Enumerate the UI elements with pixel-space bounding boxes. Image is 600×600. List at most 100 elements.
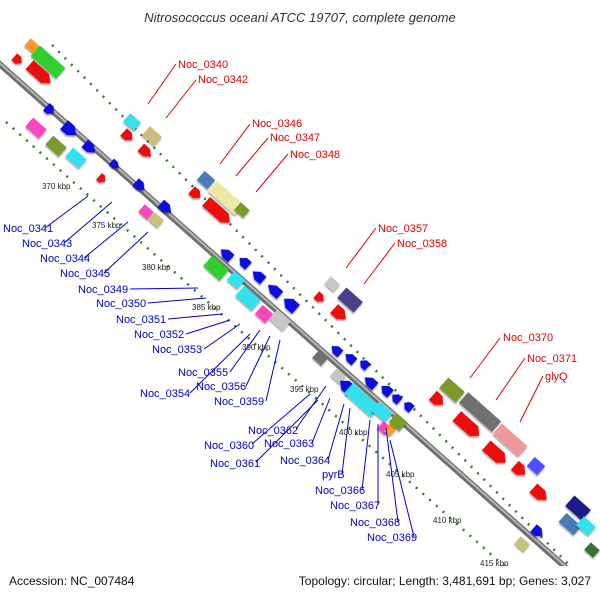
- leader-line: [495, 357, 526, 401]
- cds-grey-block: [324, 276, 340, 292]
- cds-cyan-block: [576, 516, 596, 536]
- cds-red-arrow: [96, 172, 106, 183]
- gene-label-noc-0351: Noc_0351: [116, 314, 166, 326]
- cds-blue-arrow: [268, 284, 284, 300]
- leader-line: [389, 439, 415, 538]
- leader-line: [255, 399, 319, 463]
- gene-label-noc-0369: Noc_0369: [367, 532, 417, 544]
- gene-label-noc-0348: Noc_0348: [290, 149, 340, 161]
- leader-line: [235, 137, 269, 177]
- cds-orange-block: [24, 38, 40, 54]
- cds-red-arrow: [202, 196, 230, 223]
- cds-blue-arrow: [404, 402, 415, 413]
- cds-blue-arrow: [81, 139, 96, 153]
- cds-blue-arrow: [345, 354, 358, 366]
- cds-red-arrow: [188, 186, 201, 199]
- gene-label-noc-0344: Noc_0344: [40, 253, 90, 265]
- gene-label-glyq: glyQ: [545, 371, 568, 383]
- leader-line: [229, 329, 261, 373]
- cds-cyan-block: [371, 401, 393, 423]
- kbp-label: 380 kbp: [142, 263, 171, 272]
- leader-line: [44, 195, 89, 229]
- cds-blue-arrow: [252, 271, 267, 285]
- label-leader-lines: [44, 63, 544, 538]
- gene-label-noc-0349: Noc_0349: [78, 284, 128, 296]
- gene-label-noc-0361: Noc_0361: [210, 458, 260, 470]
- cds-blue-arrow: [239, 257, 252, 270]
- cds-navy-block: [565, 495, 591, 521]
- cds-blue-arrow: [364, 377, 379, 391]
- cds-blue-arrow: [132, 178, 145, 191]
- cds-blue-arrow: [381, 385, 394, 398]
- cds-cyan-block: [65, 147, 87, 169]
- gene-label-noc-0343: Noc_0343: [22, 238, 72, 250]
- gene-label-noc-0347: Noc_0347: [270, 132, 320, 144]
- leader-line: [147, 63, 177, 105]
- gene-label-noc-0342: Noc_0342: [198, 74, 248, 86]
- cds-khaki-block: [142, 126, 162, 146]
- kbp-label: 405 kbp: [386, 470, 415, 479]
- leader-line: [327, 403, 345, 461]
- cds-red-arrow: [137, 143, 152, 157]
- gene-label-noc-0368: Noc_0368: [350, 517, 400, 529]
- kbp-label: 375 kbp: [92, 221, 121, 230]
- cds-red-arrow: [428, 390, 444, 405]
- gene-label-noc-0367: Noc_0367: [330, 500, 380, 512]
- cds-olive-block: [439, 377, 465, 403]
- cds-olive-block: [45, 135, 67, 157]
- cds-blue-arrow: [108, 158, 119, 169]
- cds-cyan-block: [123, 113, 141, 131]
- kbp-label: 400 kbp: [339, 428, 368, 437]
- gene-label-noc-0356: Noc_0356: [196, 381, 246, 393]
- cds-darkgreen-block: [584, 542, 600, 558]
- cds-green-block: [30, 45, 66, 79]
- cds-cyan-block: [235, 285, 261, 311]
- gene-label-noc-0353: Noc_0353: [152, 344, 202, 356]
- cds-khaki-block: [514, 536, 530, 552]
- kbp-label: 390 kbp: [242, 343, 271, 352]
- cds-pink-block: [492, 423, 528, 457]
- lower-gene-labels: Noc_0341 Noc_0343 Noc_0344 Noc_0345 Noc_…: [3, 223, 417, 544]
- gene-label-noc-0358: Noc_0358: [397, 238, 447, 250]
- topology-text: Topology: circular; Length: 3,481,691 bp…: [299, 574, 592, 588]
- cds-cyan-block: [343, 382, 381, 418]
- gene-label-noc-0346: Noc_0346: [252, 118, 302, 130]
- cds-yellow-block: [207, 180, 245, 216]
- gene-label-noc-0354: Noc_0354: [140, 388, 190, 400]
- gene-label-pyrb: pyrB: [322, 469, 345, 481]
- cds-red-arrow: [330, 304, 346, 320]
- map-title: Nitrosococcus oceani ATCC 19707, complet…: [144, 10, 455, 25]
- footer-background: [0, 566, 600, 600]
- leader-line: [129, 287, 199, 290]
- leader-line: [185, 319, 231, 335]
- cds-blue-arrow: [530, 524, 543, 537]
- leader-line: [103, 231, 149, 274]
- gene-label-noc-0355: Noc_0355: [178, 367, 228, 379]
- cds-grey-block: [330, 368, 346, 384]
- cds-cyan-block: [226, 270, 246, 290]
- cds-red-arrow: [11, 53, 22, 64]
- cds-periwinkle-block: [526, 456, 546, 476]
- kbp-label: 410 kbp: [433, 516, 462, 525]
- cds-magenta-block: [138, 204, 154, 220]
- gene-label-noc-0345: Noc_0345: [60, 268, 110, 280]
- leader-line: [311, 397, 331, 444]
- leader-line: [147, 297, 207, 304]
- cds-red-arrow: [452, 411, 480, 437]
- cds-blue-arrow: [331, 346, 344, 358]
- gene-label-noc-0366: Noc_0366: [315, 485, 365, 497]
- cds-darkgrey-block: [312, 350, 328, 366]
- kbp-label: 370 kbp: [42, 182, 71, 191]
- cds-olive-block: [388, 412, 408, 432]
- gene-features: [11, 38, 600, 596]
- kbp-label: 415 kbp: [480, 559, 509, 568]
- cds-steelblue-block: [558, 512, 582, 536]
- leader-line: [469, 337, 501, 379]
- kbp-label: 385 kbp: [192, 303, 221, 312]
- cds-red-arrow: [510, 460, 526, 475]
- cds-darkgrey-block: [458, 392, 502, 432]
- gene-label-noc-0364: Noc_0364: [280, 455, 330, 467]
- cds-indigo-block: [337, 287, 363, 313]
- leader-line: [255, 153, 289, 193]
- leader-line: [165, 79, 197, 119]
